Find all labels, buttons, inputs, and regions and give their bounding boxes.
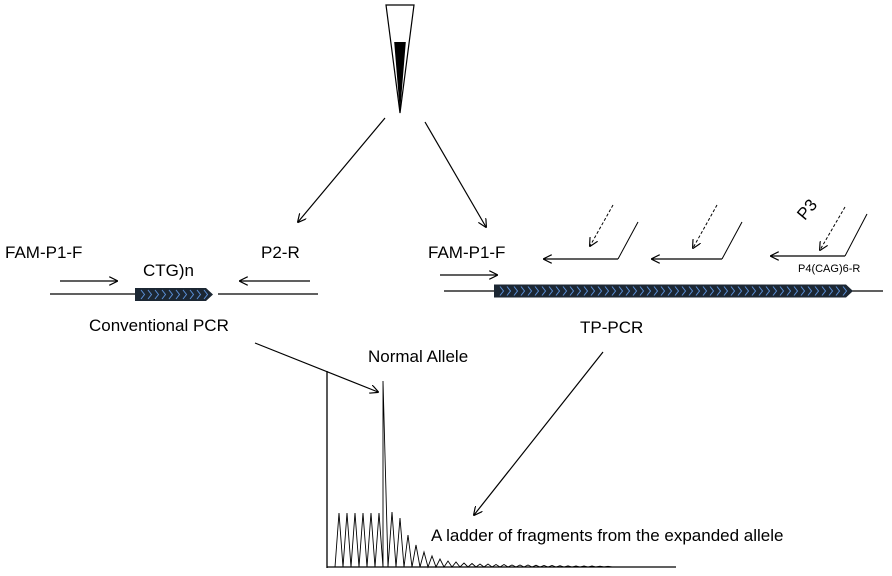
repeat-chevron (161, 289, 167, 300)
label-tp-pcr: TP-PCR (580, 318, 644, 337)
repeat-chevron (541, 286, 547, 296)
repeat-chevron (751, 286, 757, 296)
arrow-conventional-to-peak (254, 342, 378, 392)
repeat-chevron (765, 286, 771, 296)
repeat-chevron (562, 286, 568, 296)
repeat-chevron (168, 289, 174, 300)
repeat-chevron (688, 286, 694, 296)
repeat-chevron (800, 286, 806, 296)
label-normal-allele: Normal Allele (368, 347, 469, 366)
repeat-chevron (499, 286, 505, 296)
label-fam-p1-f-right: FAM-P1-F (428, 243, 506, 262)
tailed-primer-1 (544, 204, 639, 259)
split-arrow-left (298, 117, 386, 222)
repeat-chevron (583, 286, 589, 296)
label-ladder-caption: A ladder of fragments from the expanded … (431, 526, 784, 545)
repeat-chevron (196, 289, 202, 300)
repeat-block-expanded (494, 284, 853, 298)
arrow-tp-to-ladder (474, 351, 604, 515)
repeat-chevron (709, 286, 715, 296)
repeat-chevron (548, 286, 554, 296)
repeat-chevron (597, 286, 603, 296)
repeat-chevron (140, 289, 146, 300)
repeat-chevron (681, 286, 687, 296)
repeat-chevron (646, 286, 652, 296)
electropherogram (326, 371, 676, 569)
repeat-chevron (569, 286, 575, 296)
repeat-chevron (625, 286, 631, 296)
repeat-chevron (639, 286, 645, 296)
repeat-chevron (744, 286, 750, 296)
repeat-chevron (611, 286, 617, 296)
repeat-chevron (772, 286, 778, 296)
label-p2-r: P2-R (261, 243, 300, 262)
repeat-chevron (534, 286, 540, 296)
split-arrow-right (424, 121, 486, 227)
repeat-chevron (667, 286, 673, 296)
repeat-chevron (828, 286, 834, 296)
repeat-chevron (576, 286, 582, 296)
repeat-chevron (555, 286, 561, 296)
tp-pcr-construct (440, 204, 883, 298)
repeat-chevron (520, 286, 526, 296)
conventional-pcr-construct (50, 281, 318, 301)
repeat-chevron (590, 286, 596, 296)
label-conventional-pcr: Conventional PCR (89, 316, 229, 335)
repeat-chevron (842, 286, 848, 296)
repeat-chevron (702, 286, 708, 296)
tailed-primer-2 (652, 204, 743, 259)
repeat-chevron (604, 286, 610, 296)
label-repeat-ctg: CTG)n (143, 261, 194, 280)
repeat-chevron (506, 286, 512, 296)
repeat-chevron (203, 289, 209, 300)
repeat-chevron (182, 289, 188, 300)
repeat-block-short (135, 288, 213, 301)
repeat-chevron (147, 289, 153, 300)
repeat-chevron (527, 286, 533, 296)
repeat-chevron (695, 286, 701, 296)
repeat-chevron (814, 286, 820, 296)
repeat-chevron (723, 286, 729, 296)
repeat-chevron (821, 286, 827, 296)
label-p4-cag6-r: P4(CAG)6-R (798, 263, 861, 275)
repeat-chevron (758, 286, 764, 296)
repeat-chevron (779, 286, 785, 296)
repeat-chevron (513, 286, 519, 296)
tailed-primer-3 (771, 206, 868, 256)
repeat-chevron (189, 289, 195, 300)
repeat-chevron (660, 286, 666, 296)
label-fam-p1-f-left: FAM-P1-F (5, 243, 83, 262)
repeat-chevron (618, 286, 624, 296)
repeat-chevrons-short (140, 289, 209, 300)
repeat-chevron (807, 286, 813, 296)
repeat-chevron (632, 286, 638, 296)
electropherogram-trace (327, 380, 676, 569)
repeat-chevrons-expanded (499, 286, 848, 296)
pipette-icon (385, 4, 415, 114)
repeat-chevron (154, 289, 160, 300)
repeat-chevron (730, 286, 736, 296)
repeat-chevron (737, 286, 743, 296)
repeat-chevron (786, 286, 792, 296)
repeat-chevron (674, 286, 680, 296)
repeat-chevron (175, 289, 181, 300)
repeat-chevron (793, 286, 799, 296)
repeat-chevron (716, 286, 722, 296)
repeat-chevron (835, 286, 841, 296)
repeat-chevron (653, 286, 659, 296)
